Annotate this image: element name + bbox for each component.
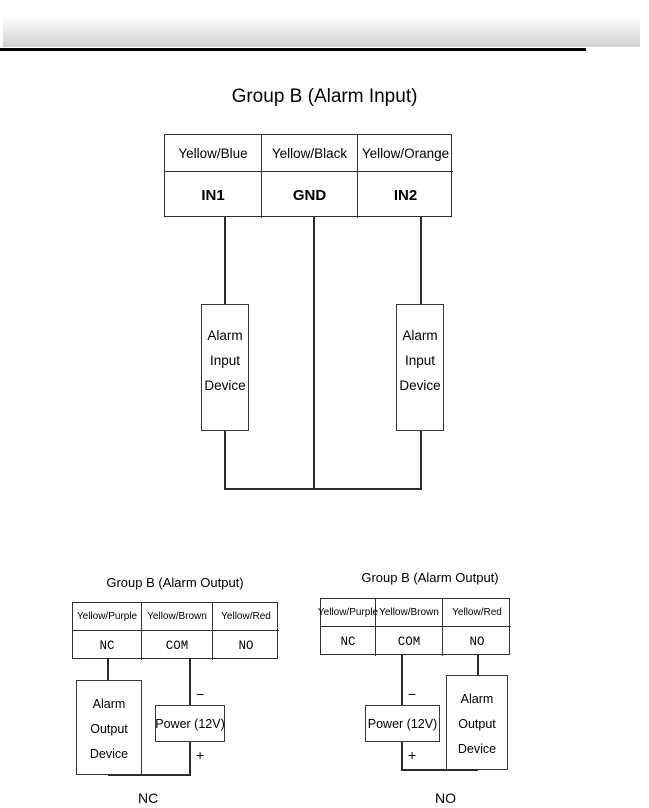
device-label-line: Alarm	[402, 328, 438, 343]
wire-in2-bottom	[420, 431, 422, 490]
alarm-output-nc-title: Group B (Alarm Output)	[106, 575, 244, 590]
device-label-line: Input	[404, 353, 436, 368]
alarm-input-table: Yellow/Blue Yellow/Black Yellow/Orange I…	[164, 134, 453, 218]
alarm-output-nc-table: Yellow/Purple Yellow/Brown Yellow/Red NC…	[72, 602, 279, 660]
table-cell-pin: IN1	[165, 172, 262, 218]
alarm-output-no-title: Group B (Alarm Output)	[361, 570, 499, 585]
power-supply-nc: Power (12V)	[155, 705, 225, 742]
alarm-input-device-right: Alarm Input Device	[396, 304, 444, 431]
power-positive-sign-no: +	[408, 747, 417, 763]
diagram-caption-no: NO	[435, 790, 456, 806]
alarm-output-device-no: Alarm Output Device	[446, 675, 508, 770]
device-label-line: Alarm	[207, 328, 243, 343]
power-supply-no: Power (12V)	[365, 705, 440, 742]
table-cell-wire-color: Yellow/Brown	[376, 599, 443, 627]
table-cell-wire-color: Yellow/Purple	[318, 599, 378, 627]
alarm-output-device-nc: Alarm Output Device	[76, 680, 142, 775]
alarm-input-title: Group B (Alarm Input)	[231, 86, 418, 107]
table-cell-wire-color: Yellow/Purple	[73, 603, 142, 631]
wire-power-bottom-nc	[189, 742, 191, 776]
power-negative-sign-nc: −	[196, 686, 205, 702]
wire-in1-bottom	[224, 431, 226, 490]
device-label-line: Device	[457, 742, 497, 756]
device-label-line: Output	[458, 717, 496, 731]
table-cell-pin: COM	[142, 631, 213, 660]
wire-nc-left	[107, 659, 109, 681]
wire-in1-top	[224, 217, 226, 305]
wire-return-bus-no	[401, 769, 478, 771]
device-label-line: Alarm	[460, 692, 494, 706]
device-label-line: Input	[209, 353, 241, 368]
wire-power-bottom-no	[401, 742, 403, 771]
table-cell-wire-color: Yellow/Blue	[165, 135, 262, 172]
table-cell-pin: IN2	[393, 186, 418, 204]
diagram-caption-nc: NC	[138, 790, 159, 806]
table-cell-pin: NC	[321, 627, 376, 656]
table-cell-wire-color: Yellow/Black	[262, 135, 358, 172]
wire-in2-top	[420, 217, 422, 305]
table-cell-wire-color: Yellow/Red	[213, 603, 279, 631]
table-cell-wire-color: Yellow/Red	[443, 599, 511, 627]
power-negative-sign-no: −	[408, 686, 417, 702]
page-header-band	[3, 14, 640, 47]
device-label-line: Output	[90, 722, 128, 736]
power-positive-sign-nc: +	[196, 747, 205, 763]
table-cell-wire-color: Yellow/Orange	[358, 135, 453, 172]
device-label-line: Device	[89, 747, 129, 761]
page-header-rule	[0, 48, 586, 51]
table-cell-wire-color: Yellow/Brown	[142, 603, 213, 631]
wire-com-left	[189, 659, 191, 706]
device-label-line: Alarm	[92, 697, 126, 711]
alarm-input-device-left: Alarm Input Device	[201, 304, 249, 431]
table-cell-pin: NO	[469, 634, 485, 649]
wire-return-bus-nc	[108, 774, 190, 776]
device-label-line: Device	[204, 378, 246, 393]
table-cell-pin: COM	[376, 627, 443, 656]
wire-input-common-bus	[224, 488, 422, 490]
wire-com-right	[401, 655, 403, 706]
device-label-line: Device	[399, 378, 441, 393]
wire-no-right	[477, 655, 479, 676]
table-cell-pin: GND	[262, 172, 358, 218]
wire-gnd	[313, 217, 315, 490]
table-cell-pin: NO	[238, 638, 254, 653]
table-cell-pin: NC	[73, 631, 142, 660]
alarm-output-no-table: Yellow/Purple Yellow/Brown Yellow/Red NC…	[318, 598, 511, 656]
